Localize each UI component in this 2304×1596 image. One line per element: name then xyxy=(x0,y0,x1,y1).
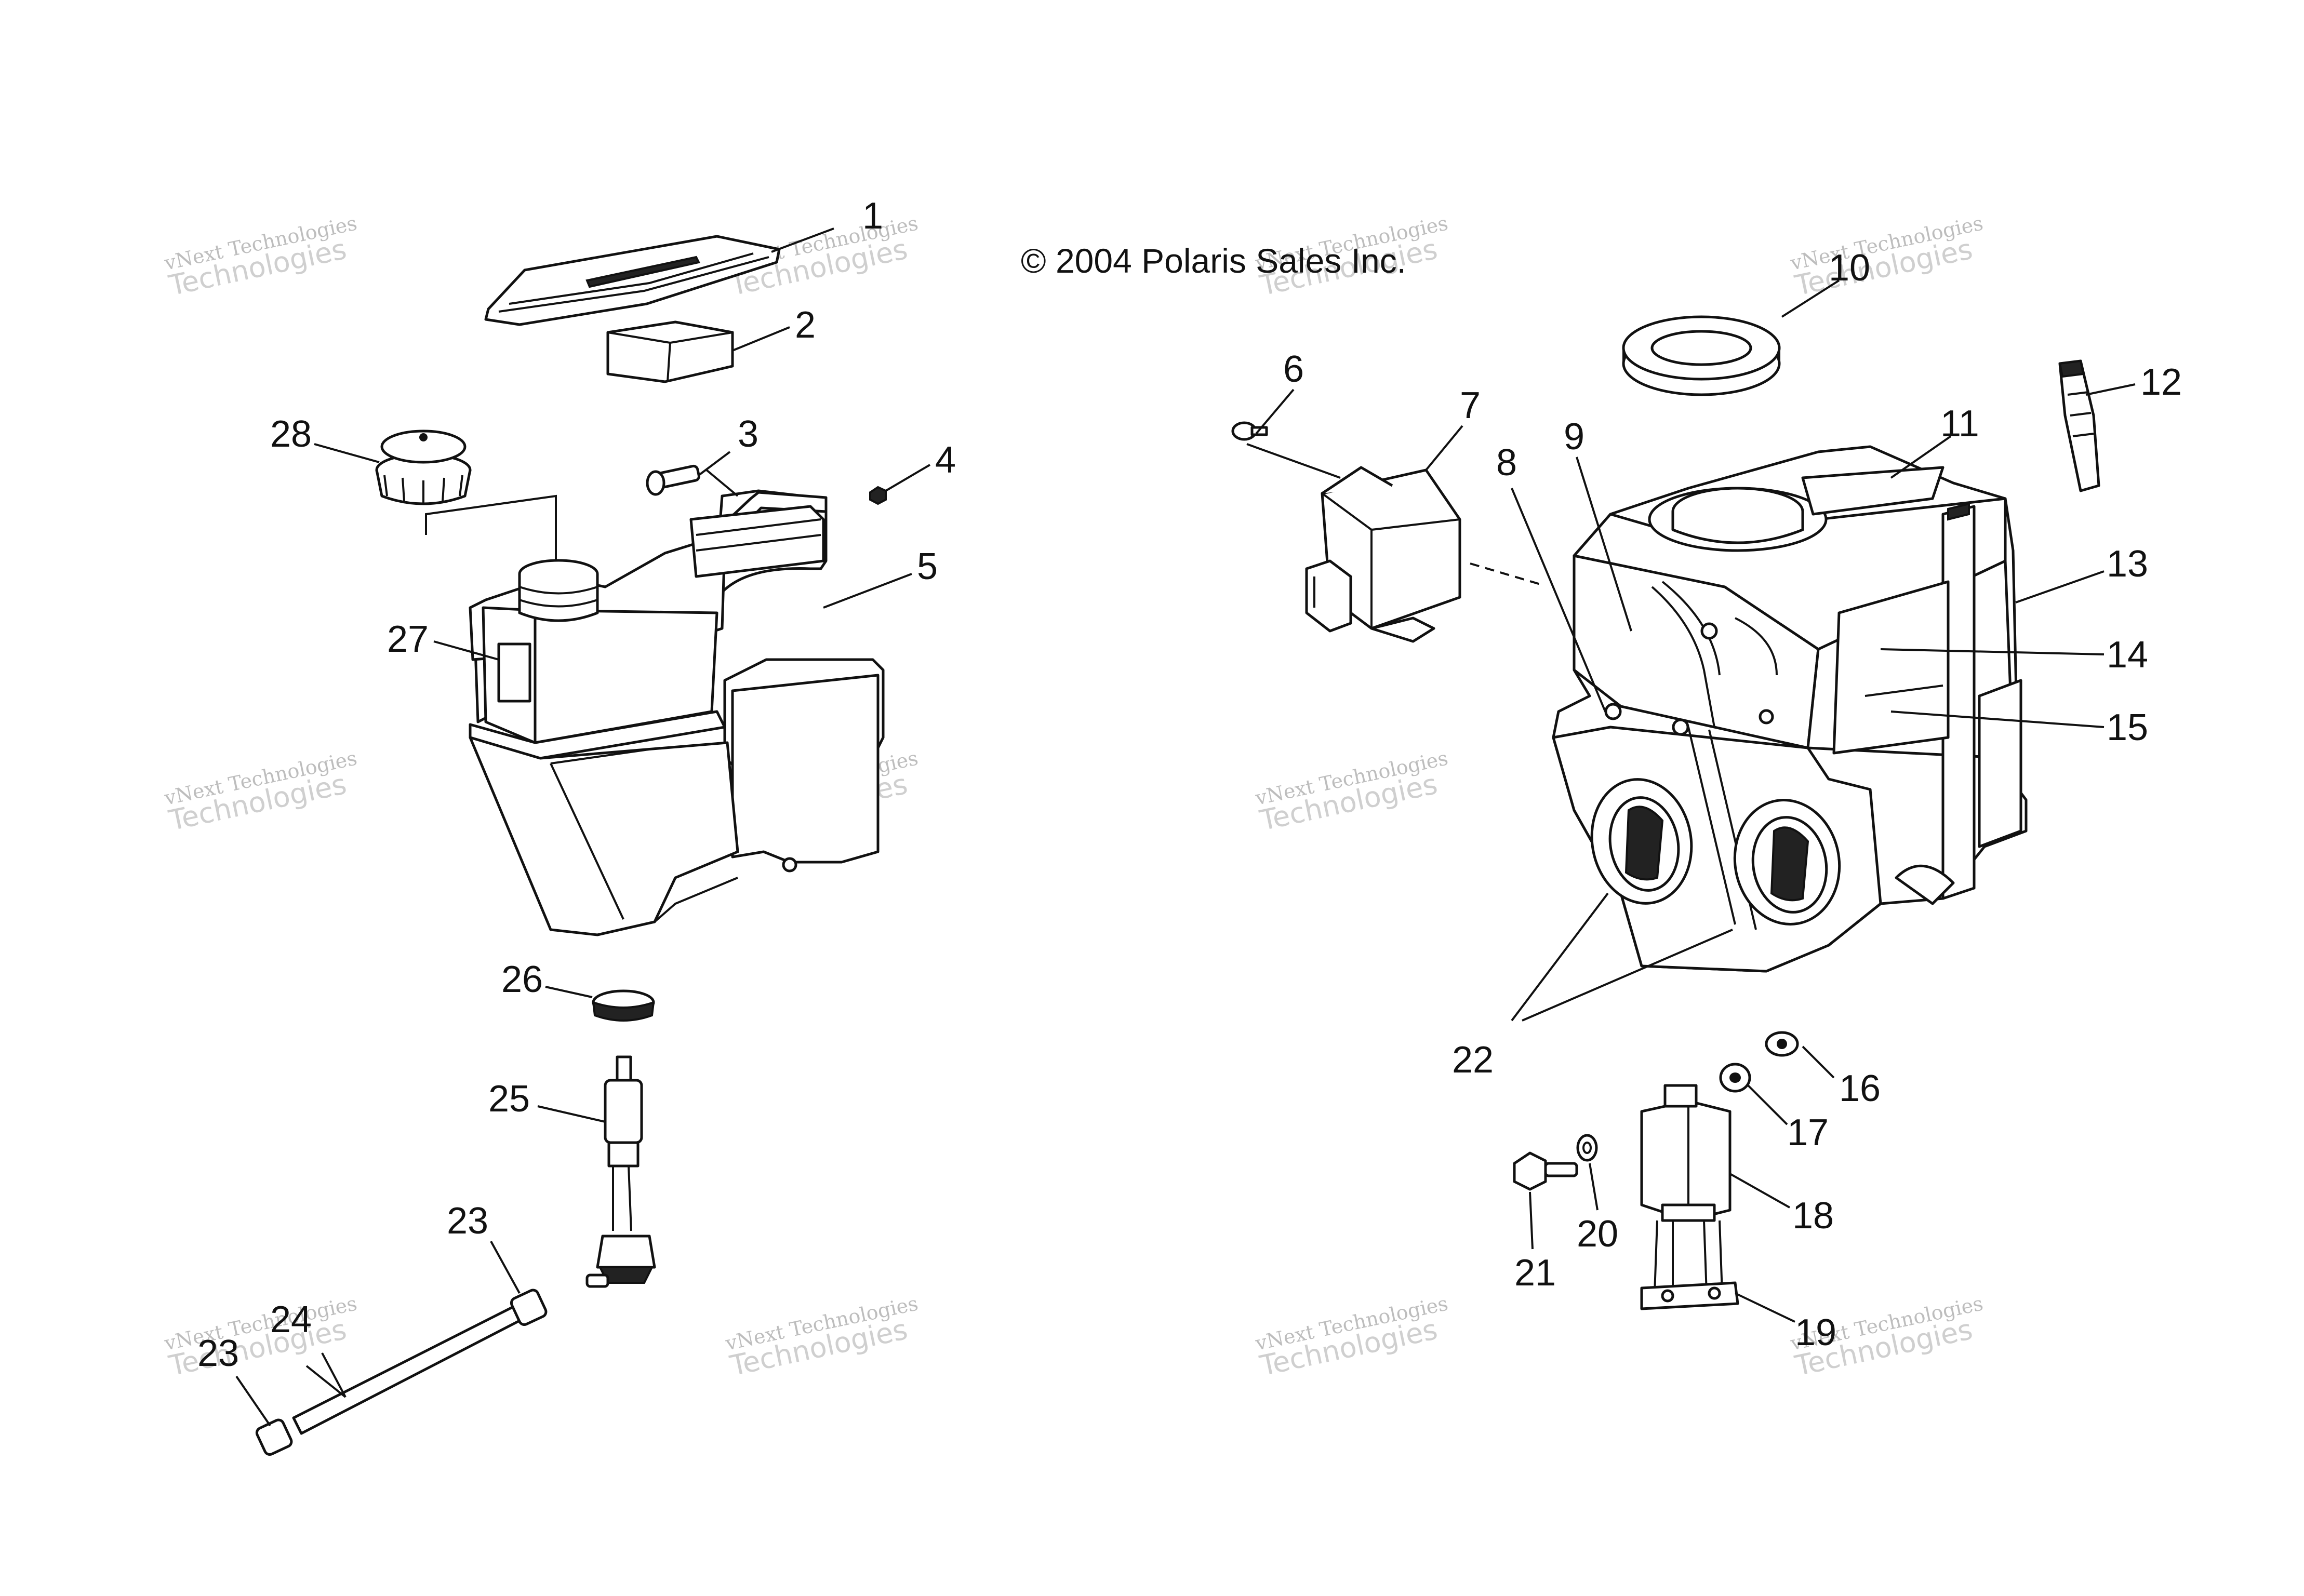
watermark: vNext Technologies Technologies xyxy=(162,746,359,837)
callout-27: 27 xyxy=(387,619,429,660)
mounting-bolt xyxy=(646,464,700,496)
watermark: vNext Technologies Technologies xyxy=(723,1292,920,1383)
callout-17: 17 xyxy=(1787,1112,1829,1154)
watermark: vNext Technologies Technologies xyxy=(1788,211,1985,302)
rubber-washer xyxy=(1719,1063,1751,1093)
grommet xyxy=(1765,1031,1799,1057)
leader-lines xyxy=(235,227,2136,1427)
callout-16: 16 xyxy=(1839,1068,1881,1109)
callout-20: 20 xyxy=(1577,1213,1618,1255)
callout-1: 1 xyxy=(862,195,883,237)
rivet xyxy=(1231,421,1268,441)
callout-21: 21 xyxy=(1514,1252,1556,1294)
nut xyxy=(869,486,887,505)
oil-pickup xyxy=(585,1055,656,1288)
oil-tank-body xyxy=(469,489,885,936)
callout-14: 14 xyxy=(2107,634,2148,676)
callout-2: 2 xyxy=(795,304,816,346)
callout-13: 13 xyxy=(2107,543,2148,585)
callout-4: 4 xyxy=(935,439,956,481)
callout-12: 12 xyxy=(2140,361,2182,403)
oil-tank-assembly xyxy=(255,235,887,1456)
alignment-dashed-line xyxy=(1470,562,1541,585)
callout-26: 26 xyxy=(501,959,543,1000)
flange-bolt xyxy=(1513,1151,1578,1191)
callout-labels: 1 2 3 4 5 6 7 8 9 10 11 12 13 14 15 16 1… xyxy=(197,195,2182,1374)
airbox-assembly xyxy=(1231,315,2100,1310)
callout-24: 24 xyxy=(270,1299,312,1340)
cdi-module xyxy=(1305,466,1461,643)
oil-hose xyxy=(255,1289,548,1456)
callout-19: 19 xyxy=(1795,1312,1836,1353)
callout-11: 11 xyxy=(1940,403,1979,445)
callout-15: 15 xyxy=(2107,707,2148,748)
airbox-body xyxy=(1552,445,2028,973)
mounting-bracket xyxy=(1640,1084,1732,1222)
strap xyxy=(1640,1220,1739,1310)
callout-8: 8 xyxy=(1496,442,1517,484)
callout-18: 18 xyxy=(1792,1195,1834,1237)
callout-9: 9 xyxy=(1564,416,1584,458)
battery-cover xyxy=(484,235,781,326)
callout-5: 5 xyxy=(917,546,938,587)
watermark: vNext Technologies Technologies xyxy=(1253,1292,1450,1383)
callout-3: 3 xyxy=(738,413,758,455)
watermark: vNext Technologies Technologies xyxy=(162,211,359,302)
callout-23-upper: 23 xyxy=(447,1200,488,1242)
grommet xyxy=(592,989,655,1022)
callout-7: 7 xyxy=(1460,385,1481,426)
callout-25: 25 xyxy=(488,1078,530,1120)
callout-22: 22 xyxy=(1452,1039,1494,1081)
watermark: vNext Technologies Technologies xyxy=(162,1292,359,1383)
foam-filter-ring xyxy=(1622,315,1781,396)
watermark: vNext Technologies Technologies xyxy=(1253,746,1450,837)
callout-10: 10 xyxy=(1829,247,1870,289)
oil-cap xyxy=(375,430,472,505)
callout-23-lower: 23 xyxy=(197,1333,239,1374)
callout-28: 28 xyxy=(270,413,312,455)
retaining-clip xyxy=(2058,359,2100,492)
battery-pad xyxy=(606,320,734,383)
flat-washer xyxy=(1576,1134,1598,1162)
callout-6: 6 xyxy=(1283,348,1304,390)
copyright-notice: © 2004 Polaris Sales Inc. xyxy=(1021,242,1406,280)
